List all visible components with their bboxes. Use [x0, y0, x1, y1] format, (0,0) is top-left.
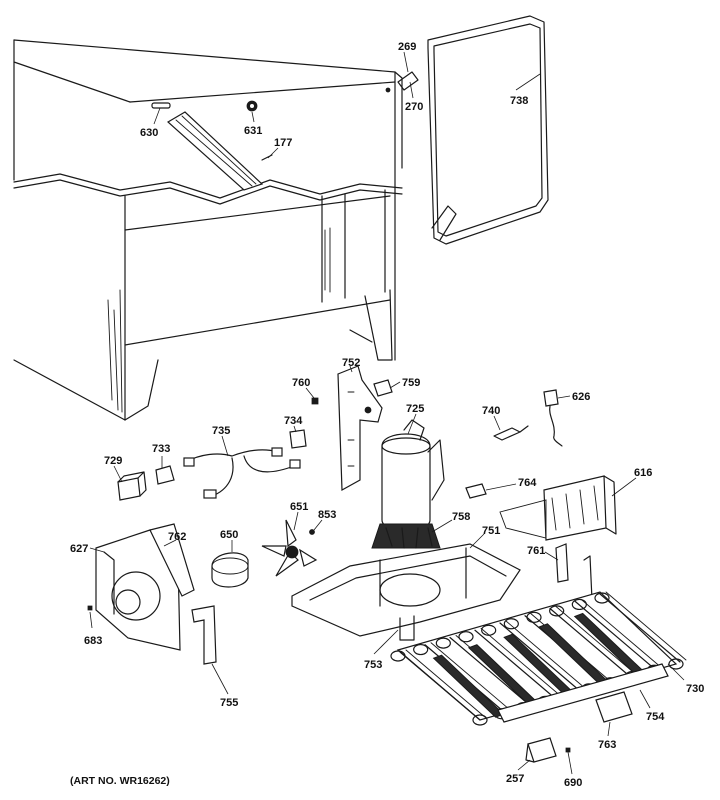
part-755	[191, 605, 217, 665]
label-269: 269	[398, 41, 416, 53]
hinge-pin-icon	[397, 71, 419, 91]
label-762: 762	[168, 531, 186, 543]
label-760: 760	[292, 377, 310, 389]
leader-lines	[89, 51, 685, 775]
part-733-icon	[155, 465, 175, 485]
part-763-icon	[595, 691, 633, 723]
part-764-icon	[465, 483, 487, 499]
part-759-icon	[373, 379, 393, 397]
drain-pan-754	[497, 663, 669, 723]
label-616: 616	[634, 467, 652, 479]
part-616	[499, 475, 617, 541]
part-257-icon	[525, 737, 557, 763]
fan-blade-651	[261, 519, 318, 577]
label-177: 177	[274, 137, 292, 149]
label-763: 763	[598, 739, 616, 751]
part-630-icon	[151, 102, 171, 109]
cabinet-assembly	[13, 39, 403, 421]
label-761: 761	[527, 545, 545, 557]
label-755: 755	[220, 697, 238, 709]
label-627: 627	[70, 543, 88, 555]
label-626: 626	[572, 391, 590, 403]
art-number: (ART NO. WR16262)	[70, 775, 170, 787]
label-764: 764	[518, 477, 537, 489]
label-740: 740	[482, 405, 500, 417]
label-631: 631	[244, 125, 262, 137]
compressor-bracket	[337, 365, 383, 492]
part-740-icon	[493, 425, 529, 441]
label-257: 257	[506, 773, 524, 785]
callout-labels: 269 270 738 630 631 177 752 760 759 725 …	[70, 41, 704, 789]
label-754: 754	[646, 711, 665, 723]
fan-shroud-627	[95, 529, 181, 651]
label-729: 729	[104, 455, 122, 467]
label-759: 759	[402, 377, 420, 389]
part-761-icon	[555, 543, 569, 583]
label-651: 651	[290, 501, 308, 513]
label-725: 725	[406, 403, 424, 415]
label-690: 690	[564, 777, 582, 789]
part-690-icon	[565, 747, 571, 753]
label-730: 730	[686, 683, 704, 695]
label-853: 853	[318, 509, 336, 521]
label-752: 752	[342, 357, 360, 369]
label-733: 733	[152, 443, 170, 455]
part-853-icon	[309, 529, 315, 535]
label-758: 758	[452, 511, 470, 523]
power-cord-626	[543, 389, 563, 447]
label-753: 753	[364, 659, 382, 671]
part-683-icon	[87, 605, 93, 611]
label-738: 738	[510, 95, 528, 107]
label-734: 734	[284, 415, 303, 427]
label-630: 630	[140, 127, 158, 139]
wiring-harness-735	[183, 447, 301, 499]
part-734-icon	[289, 429, 307, 449]
fan-motor-650	[211, 552, 249, 588]
part-760-icon	[311, 397, 319, 405]
door-gasket-assembly	[397, 15, 549, 245]
compressor	[371, 419, 445, 549]
label-270: 270	[405, 101, 423, 113]
compressor-base	[291, 543, 521, 641]
label-650: 650	[220, 529, 238, 541]
label-751: 751	[482, 525, 500, 537]
label-683: 683	[84, 635, 102, 647]
insulation-762	[149, 523, 195, 597]
part-729-icon	[117, 471, 147, 501]
label-735: 735	[212, 425, 230, 437]
